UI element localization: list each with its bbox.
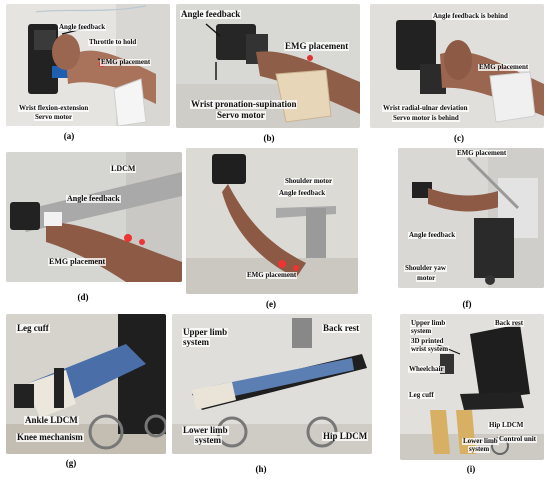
label-shoulder-motor-e: Shoulder motor: [284, 177, 334, 185]
caption-h: (h): [255, 464, 267, 474]
photo-panel-d: LDCM Angle feedback EMG placement: [6, 152, 182, 282]
photo-panel-b: Angle feedback EMG placement Wrist prona…: [176, 4, 360, 128]
label-servo-b: Servo motor: [216, 110, 266, 120]
photo-b-image: [176, 4, 360, 128]
label-emg-a: EMG placement: [100, 58, 152, 66]
label-back-rest-h: Back rest: [322, 323, 361, 333]
label-emg-e: EMG placement: [246, 271, 298, 279]
photo-panel-i: Upper limb system Back rest 3D printed w…: [400, 314, 544, 460]
caption-e: (e): [266, 299, 276, 309]
label-3d-printed-i-2: wrist system: [410, 345, 450, 353]
label-hip-ldcm-i: Hip LDCM: [488, 421, 525, 429]
label-upper-limb-h-1: Upper limb: [182, 327, 229, 337]
label-back-rest-i: Back rest: [494, 319, 525, 327]
photo-g-image: [6, 314, 166, 454]
photo-panel-e: Shoulder motor Angle feedback EMG placem…: [186, 148, 358, 294]
label-angle-feedback-d: Angle feedback: [66, 194, 121, 203]
label-motor-f: motor: [416, 274, 437, 282]
label-wheelchair-i: Wheelchair: [408, 365, 445, 373]
label-hip-ldcm-h: Hip LDCM: [322, 431, 369, 441]
label-angle-feedback-c: Angle feedback is behind: [432, 12, 509, 20]
caption-i: (i): [466, 464, 476, 474]
label-emg-c: EMG placement: [478, 63, 530, 71]
photo-f-image: [398, 148, 544, 288]
label-upper-limb-i-2: system: [410, 327, 433, 335]
label-knee-mechanism-g: Knee mechanism: [16, 432, 84, 442]
label-angle-feedback-f: Angle feedback: [408, 231, 457, 239]
caption-g: (g): [65, 458, 77, 468]
label-lower-limb-h-2: system: [194, 435, 222, 445]
photo-e-image: [186, 148, 358, 294]
label-3d-printed-i-1: 3D printed: [410, 337, 445, 345]
caption-d: (d): [77, 292, 89, 302]
label-angle-feedback-a: Angle feedback: [58, 23, 107, 31]
label-emg-d: EMG placement: [48, 257, 107, 266]
photo-panel-a: Angle feedback Throttle to hold EMG plac…: [6, 4, 170, 126]
label-angle-feedback-b: Angle feedback: [180, 9, 242, 19]
caption-c: (c): [454, 133, 464, 143]
label-emg-f: EMG placement: [456, 149, 508, 157]
label-throttle-a: Throttle to hold: [88, 38, 138, 46]
photo-panel-c: Angle feedback is behind EMG placement W…: [370, 4, 544, 128]
photo-panel-g: Leg cuff Ankle LDCM Knee mechanism: [6, 314, 166, 454]
label-upper-limb-i-1: Upper limb: [410, 319, 447, 327]
label-control-unit-i: Control unit: [498, 435, 538, 443]
label-upper-limb-h-2: system: [182, 337, 210, 347]
label-leg-cuff-i: Leg cuff: [408, 391, 435, 399]
caption-a: (a): [63, 131, 75, 141]
label-shoulder-yaw-f: Shoulder yaw: [404, 264, 447, 272]
caption-f: (f): [462, 299, 472, 309]
photo-panel-f: EMG placement Angle feedback Shoulder ya…: [398, 148, 544, 288]
label-wrist-c: Wrist radial-ulnar deviation: [382, 104, 469, 112]
label-angle-feedback-e: Angle feedback: [278, 189, 327, 197]
label-servo-a: Servo motor: [34, 113, 74, 121]
label-servo-c: Servo motor is behind: [392, 114, 460, 122]
label-leg-cuff-g: Leg cuff: [16, 323, 50, 333]
label-lower-limb-i-2: system: [468, 445, 491, 453]
caption-b: (b): [263, 133, 275, 143]
label-wrist-b: Wrist pronation-supination: [190, 99, 298, 109]
label-ankle-ldcm-g: Ankle LDCM: [24, 415, 79, 425]
photo-h-image: [172, 314, 372, 454]
photo-panel-h: Upper limb system Back rest Lower limb s…: [172, 314, 372, 454]
label-lower-limb-h-1: Lower limb: [182, 425, 229, 435]
label-wrist-a: Wrist flexion-extension: [18, 104, 90, 112]
label-ldcm-d: LDCM: [110, 164, 137, 173]
label-emg-b: EMG placement: [284, 41, 350, 51]
label-lower-limb-i-1: Lower limb: [462, 437, 499, 445]
